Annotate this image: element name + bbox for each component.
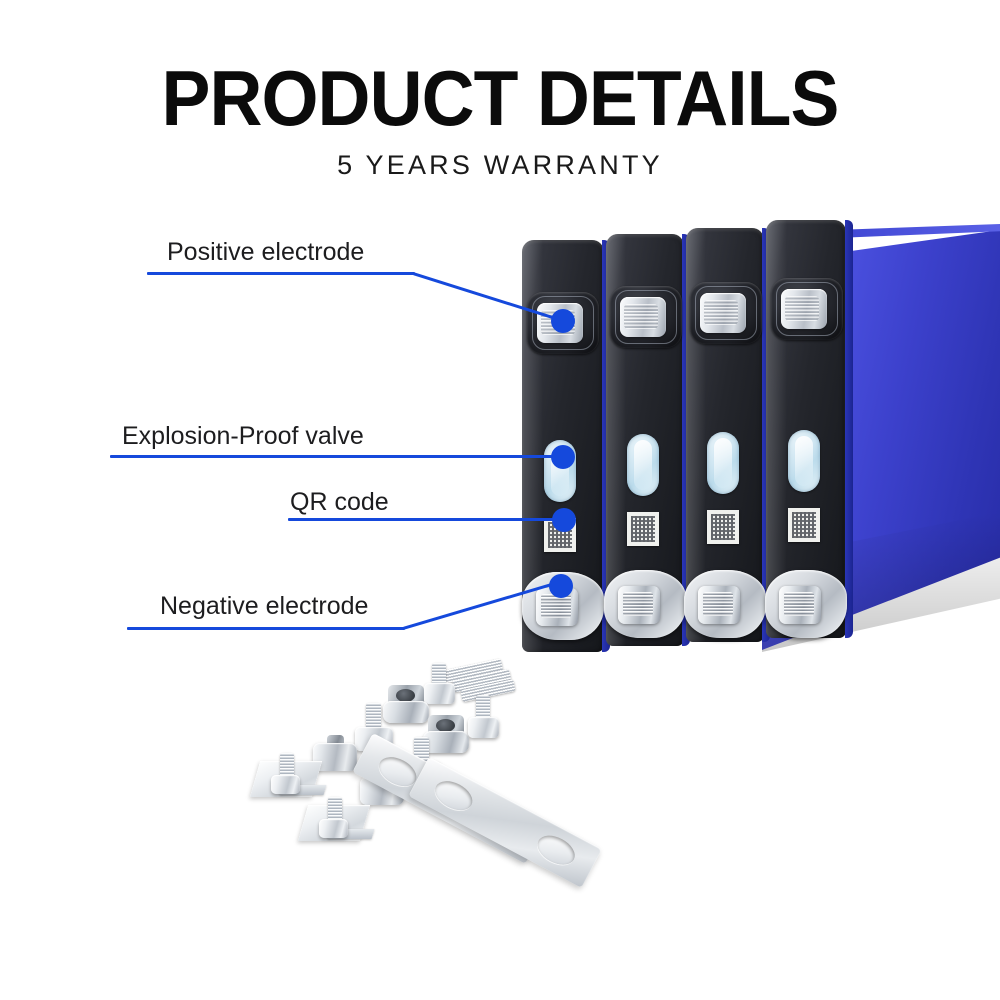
nut-bore	[436, 719, 455, 732]
battery-cell-stack	[500, 212, 1000, 692]
terminal-stud	[779, 586, 821, 624]
cell-right-blue-edge	[845, 220, 853, 638]
hex-bolt	[319, 797, 351, 843]
hex-bolt	[467, 695, 501, 743]
busbar-hole	[532, 829, 580, 871]
mount-plate	[249, 753, 331, 807]
callout-label-qr-code: QR code	[290, 488, 389, 516]
accessory-hardware-kit	[249, 645, 705, 945]
bolt-shaft	[432, 663, 446, 687]
bolt-head	[424, 683, 455, 704]
leader-line-negative-horizontal	[127, 627, 405, 630]
leader-dot-positive-electrode	[551, 309, 575, 333]
warranty-subtitle: 5 YEARS WARRANTY	[337, 150, 663, 180]
positive-terminal	[610, 286, 682, 350]
leader-dot-explosion-proof-valve	[551, 445, 575, 469]
qr-pattern	[792, 512, 816, 538]
leader-dot-qr-code	[552, 508, 576, 532]
negative-terminal	[604, 570, 686, 640]
battery-cell-2	[604, 234, 690, 646]
bolt-head	[319, 819, 348, 838]
negative-terminal	[765, 570, 847, 640]
positive-terminal	[690, 282, 762, 346]
nut-bore	[396, 689, 415, 702]
battery-cell-4	[765, 220, 853, 640]
terminal-stud	[618, 586, 660, 624]
terminal-stud	[698, 586, 740, 624]
qr-pattern	[711, 514, 735, 540]
explosion-proof-vent-valve	[627, 434, 659, 496]
nut-flange	[383, 701, 429, 723]
mount-plate	[297, 797, 379, 851]
callout-label-negative-electrode: Negative electrode	[160, 592, 369, 620]
battery-cell-3	[684, 228, 770, 642]
terminal-stud	[700, 293, 746, 333]
leader-line-positive-horizontal	[147, 272, 415, 275]
terminal-stud	[620, 297, 666, 337]
terminal-stud	[781, 289, 827, 329]
hex-bolt	[423, 663, 457, 709]
busbar-connector	[408, 757, 603, 888]
hex-bolt	[271, 753, 303, 799]
nut-flange	[423, 731, 469, 753]
qr-pattern	[631, 516, 655, 542]
bolt-head	[271, 775, 300, 794]
leader-line-valve	[110, 455, 570, 458]
explosion-proof-vent-valve	[788, 430, 820, 492]
bolt-shaft	[280, 753, 294, 779]
callout-label-explosion-proof-valve: Explosion-Proof valve	[122, 422, 364, 450]
busbar-hole	[430, 775, 478, 817]
positive-terminal	[771, 278, 843, 342]
leader-dot-negative-electrode	[549, 574, 573, 598]
callout-label-positive-electrode: Positive electrode	[167, 238, 365, 266]
page-title: PRODUCT DETAILS	[161, 54, 839, 142]
flange-nut	[383, 685, 429, 725]
flange-nut	[423, 715, 469, 755]
qr-code-label	[707, 510, 739, 544]
bolt-shaft	[366, 703, 381, 731]
bolt-shaft	[476, 695, 490, 721]
bolt-shaft	[328, 797, 342, 823]
leader-line-qr	[288, 518, 571, 521]
negative-terminal	[684, 570, 766, 640]
qr-code-label	[788, 508, 820, 542]
bolt-head	[468, 717, 499, 738]
explosion-proof-vent-valve	[707, 432, 739, 494]
terminal-spacer	[313, 733, 357, 773]
qr-code-label	[627, 512, 659, 546]
